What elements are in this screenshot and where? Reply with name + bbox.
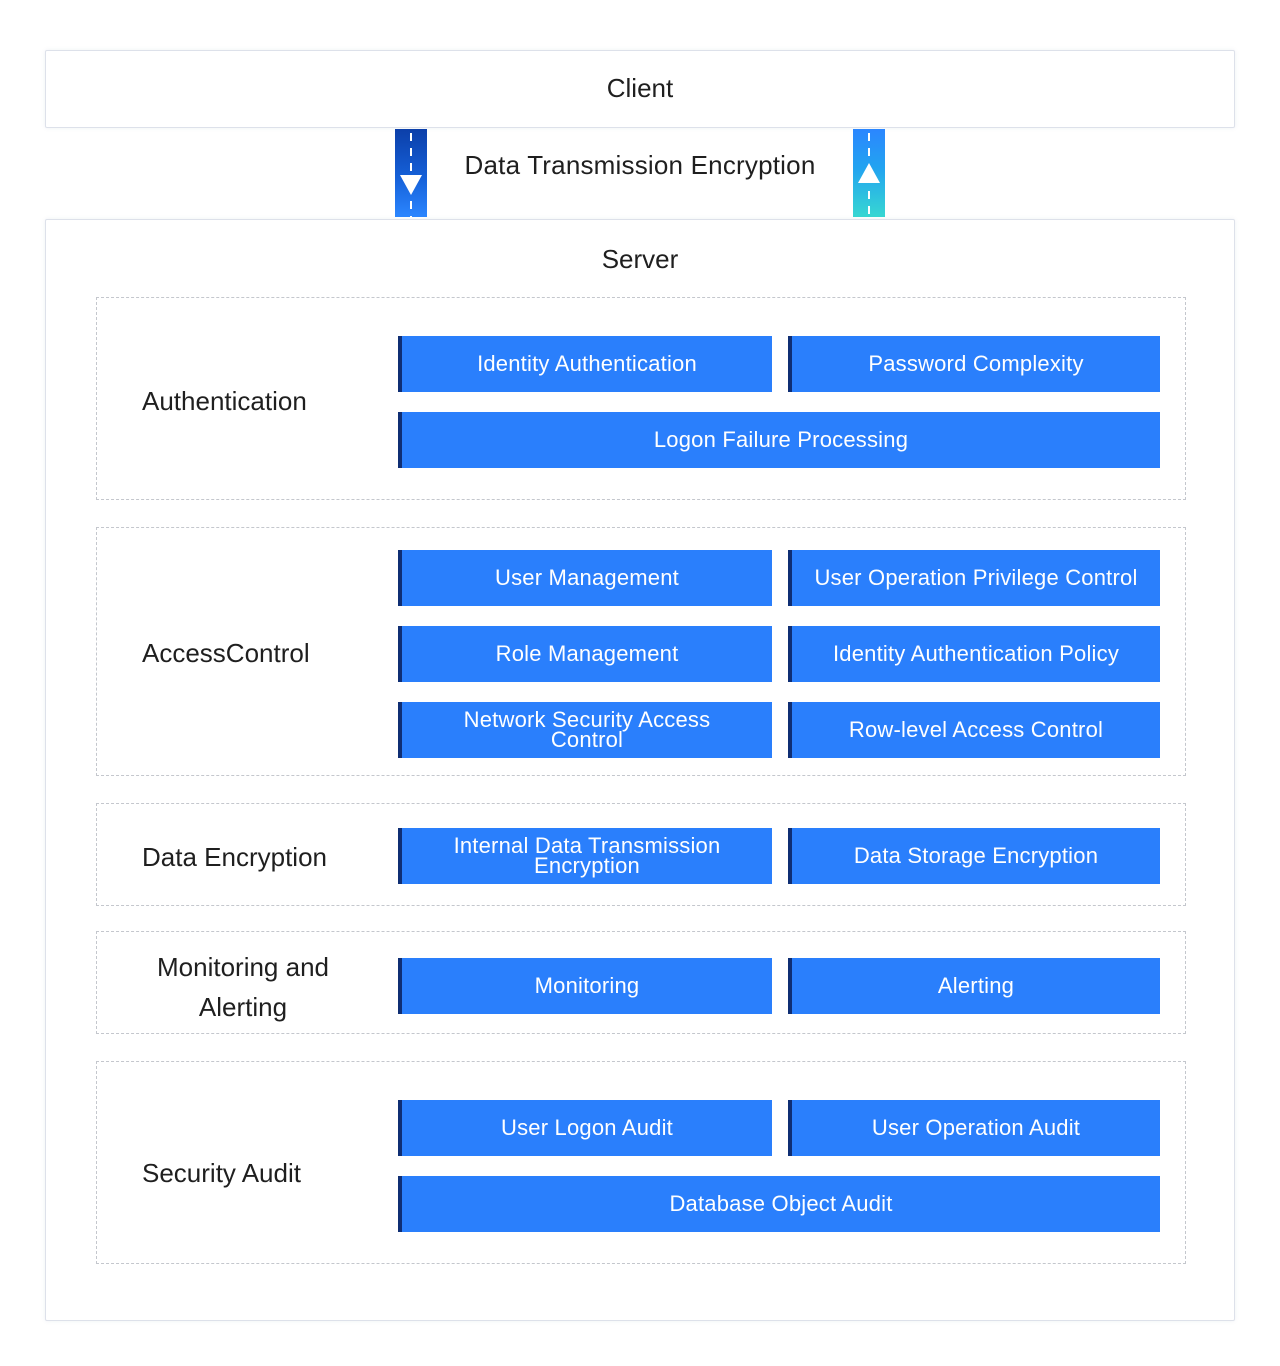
- item-network-security-access-control: Network Security Access Control: [398, 702, 772, 758]
- item-row-level-access-control: Row-level Access Control: [788, 702, 1160, 758]
- group-data-encryption: [96, 803, 1186, 906]
- down-arrow-icon: [395, 129, 427, 217]
- server-title: Server: [601, 244, 679, 274]
- group-monitoring-alerting: [96, 931, 1186, 1034]
- transmission-label: Data Transmission Encryption: [464, 150, 816, 180]
- item-user-management: User Management: [398, 550, 772, 606]
- up-arrow-icon: [853, 129, 885, 217]
- item-identity-authentication: Identity Authentication: [398, 336, 772, 392]
- item-identity-authentication-policy: Identity Authentication Policy: [788, 626, 1160, 682]
- group-authentication: [96, 297, 1186, 500]
- item-logon-failure-processing: Logon Failure Processing: [398, 412, 1160, 468]
- item-password-complexity: Password Complexity: [788, 336, 1160, 392]
- client-title: Client: [606, 73, 674, 103]
- group-label-security-audit: Security Audit: [142, 1158, 301, 1188]
- group-label-monitoring-alerting: Monitoring and Alerting: [157, 952, 329, 1022]
- item-monitoring: Monitoring: [398, 958, 772, 1014]
- group-label-access-control: AccessControl: [142, 638, 310, 668]
- group-label-authentication: Authentication: [142, 386, 307, 416]
- item-user-operation-audit: User Operation Audit: [788, 1100, 1160, 1156]
- item-user-operation-privilege-control: User Operation Privilege Control: [788, 550, 1160, 606]
- group-security-audit: [96, 1061, 1186, 1264]
- item-alerting: Alerting: [788, 958, 1160, 1014]
- group-label-data-encryption: Data Encryption: [142, 842, 327, 872]
- item-internal-data-transmission-encryption: Internal Data Transmission Encryption: [398, 828, 772, 884]
- item-data-storage-encryption: Data Storage Encryption: [788, 828, 1160, 884]
- client-box: Client: [45, 50, 1235, 128]
- item-database-object-audit: Database Object Audit: [398, 1176, 1160, 1232]
- item-user-logon-audit: User Logon Audit: [398, 1100, 772, 1156]
- item-role-management: Role Management: [398, 626, 772, 682]
- group-access-control: [96, 527, 1186, 776]
